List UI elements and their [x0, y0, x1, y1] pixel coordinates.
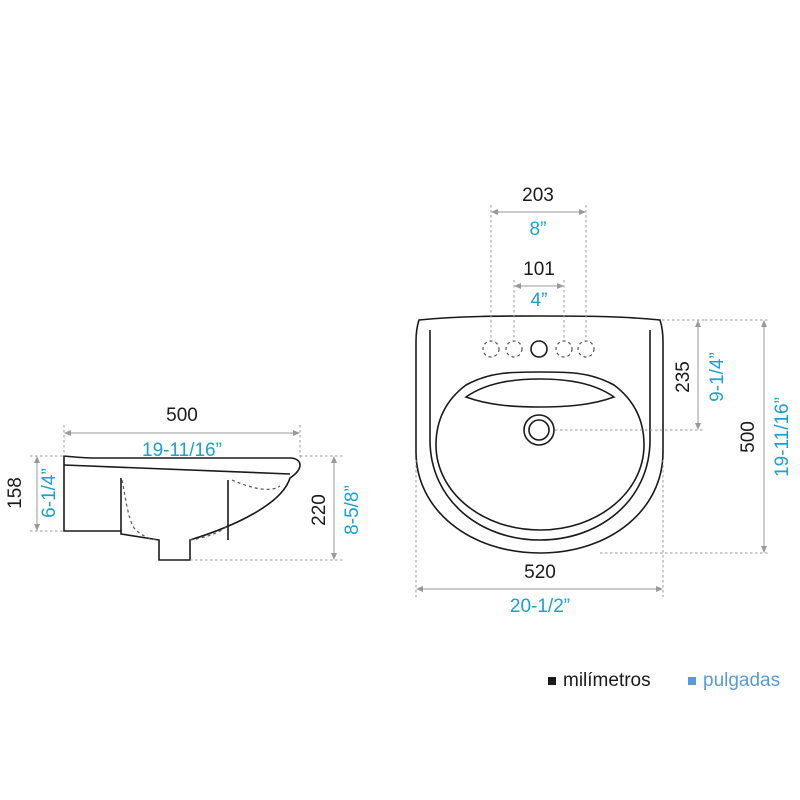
side-view-hidden-bowl — [121, 479, 281, 541]
side-width-arrow-right — [293, 430, 300, 436]
top-view-overflow — [464, 378, 616, 408]
top-view-hole-1 — [482, 340, 500, 358]
top-235-arrow-top — [695, 320, 701, 327]
side-height-arrow-bottom — [34, 524, 40, 531]
top-520-arrow-left — [416, 586, 423, 592]
legend-in-label: pulgadas — [703, 670, 781, 691]
top-view-drain-inner — [528, 419, 550, 441]
top-hole-spread-mm: 203 — [522, 185, 554, 206]
top-235-arrow-bottom — [695, 423, 701, 430]
legend-mm-label: milímetros — [563, 670, 651, 691]
top-hole-spread-in: 8” — [530, 219, 547, 240]
legend-in: pulgadas — [688, 670, 780, 692]
side-height-in: 6-1/4” — [39, 468, 60, 518]
top-view-hole-4 — [555, 340, 573, 358]
side-view-rim-line — [63, 464, 291, 475]
side-width-in: 19-11/16” — [142, 440, 222, 461]
top-203-arrow-right — [579, 209, 586, 215]
side-height-mm: 158 — [5, 477, 26, 509]
top-view-hole-3 — [530, 340, 548, 358]
legend-mm-swatch — [548, 677, 556, 685]
top-view: 203 8” 101 4” 235 9-1/4” 500 19-11/16” 5… — [415, 185, 793, 617]
side-height-arrow-top — [34, 456, 40, 463]
side-view: 500 19-11/16” 158 6-1/4” 220 8-5/8” — [5, 405, 363, 561]
side-depth-in: 8-5/8” — [342, 485, 363, 535]
top-view-hole-2 — [505, 340, 523, 358]
top-view-bowl — [435, 371, 645, 531]
side-view-outline — [63, 455, 301, 561]
top-view-drain-outer — [523, 414, 555, 446]
top-view-inner-rim — [429, 330, 651, 541]
side-width-mm: 500 — [166, 405, 198, 426]
side-depth-mm: 220 — [309, 494, 330, 526]
top-view-outline — [415, 315, 664, 554]
top-length-mm: 500 — [738, 421, 759, 453]
legend-in-swatch — [688, 677, 696, 685]
top-width-mm: 520 — [524, 562, 556, 583]
top-520-arrow-right — [656, 586, 663, 592]
top-view-hole-5 — [577, 340, 595, 358]
side-depth-arrow-top — [331, 456, 337, 463]
top-center-spread-in: 4” — [531, 290, 548, 311]
top-center-spread-mm: 101 — [523, 259, 555, 280]
top-drain-offset-in: 9-1/4” — [707, 352, 728, 402]
top-500-arrow-top — [761, 320, 767, 327]
top-length-in: 19-11/16” — [772, 397, 793, 477]
top-500-arrow-bottom — [761, 546, 767, 553]
legend-mm: milímetros — [548, 670, 651, 692]
top-101-arrow-right — [557, 283, 564, 289]
side-depth-arrow-bottom — [331, 553, 337, 560]
top-203-arrow-left — [491, 209, 498, 215]
top-101-arrow-left — [514, 283, 521, 289]
side-width-arrow-left — [64, 430, 71, 436]
top-width-in: 20-1/2” — [510, 596, 570, 617]
top-drain-offset-mm: 235 — [673, 361, 694, 393]
